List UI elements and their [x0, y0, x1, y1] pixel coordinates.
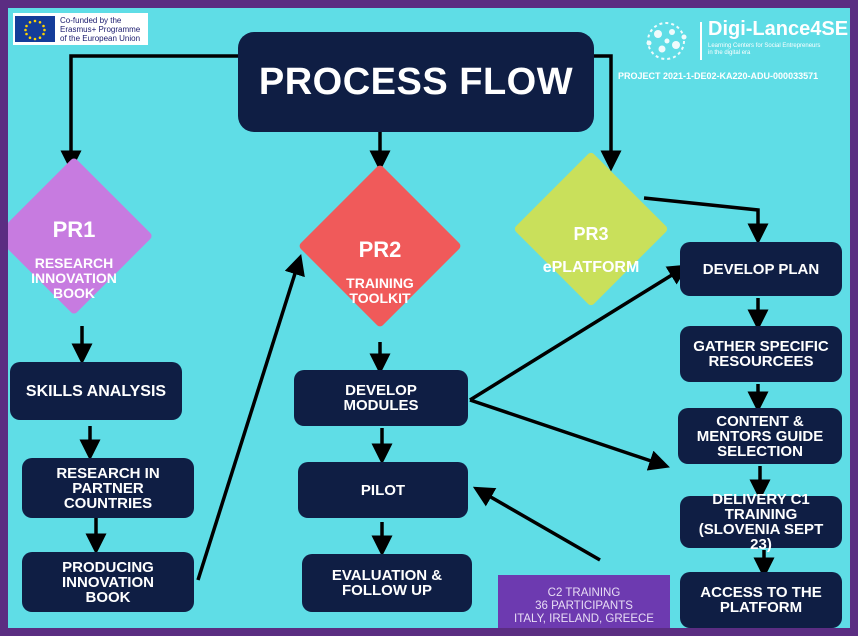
pr2-step-evaluation-follow-up: EVALUATION & FOLLOW UP — [302, 554, 472, 612]
arrow-pr3-to-develop-plan — [643, 196, 769, 245]
process-flow-title: PROCESS FLOW — [238, 32, 594, 132]
c2-training-note: C2 TRAINING 36 PARTICIPANTS ITALY, IRELA… — [498, 575, 670, 628]
pr1-code: PR1 — [52, 217, 96, 242]
brand-globe-icon — [646, 22, 687, 60]
brand-subtitle: Learning Centers for Social Entrepreneur… — [708, 43, 821, 56]
connector-arrows — [60, 54, 775, 581]
pr3-step-access-platform: ACCESS TO THE PLATFORM — [680, 572, 842, 628]
pr3-step-gather-resources: GATHER SPECIFIC RESOURCEES — [680, 326, 842, 382]
pr3-code: PR3 — [573, 224, 609, 244]
pr3-step-delivery-c1-training: DELIVERY C1 TRAINING (SLOVENIA SEPT 23) — [680, 492, 842, 552]
page-title: PROCESS FLOW — [258, 60, 574, 103]
pr3-name: ePLATFORM — [542, 259, 640, 276]
arrow-title-to-pr1 — [60, 54, 238, 172]
arrow-producing-to-pr2 — [196, 253, 305, 581]
pr1-name: RESEARCH INNOVATION BOOK — [31, 255, 117, 301]
pr1-step-research-partner-countries: RESEARCH IN PARTNER COUNTRIES — [22, 458, 194, 518]
pr3-label: PR3 ePLATFORM — [531, 208, 651, 290]
pr3-step-develop-plan: DEVELOP PLAN — [680, 242, 842, 296]
eu-funding-text: Co-funded by the Erasmus+ Programme of t… — [60, 15, 141, 43]
brand-name: Digi-Lance4SE — [708, 18, 849, 40]
pr3-step-content-mentors: CONTENT & MENTORS GUIDE SELECTION — [678, 408, 842, 464]
pr2-label: PR2 TRAINING TOOLKIT — [320, 224, 440, 321]
pr2-step-develop-modules: DEVELOP MODULES — [294, 370, 468, 426]
pr2-code: PR2 — [358, 237, 402, 262]
pr2-step-pilot: PILOT — [298, 462, 468, 518]
arrow-modules-to-content — [469, 398, 670, 471]
project-id: PROJECT 2021-1-DE02-KA220-ADU-000033571 — [618, 71, 819, 81]
eu-logo: Co-funded by the Erasmus+ Programme of t… — [13, 13, 148, 45]
eu-flag-icon — [15, 16, 55, 42]
arrow-c2-to-pilot — [472, 486, 601, 562]
pr1-label: PR1 RESEARCH INNOVATION BOOK — [14, 204, 134, 316]
arrow-title-to-pr3 — [594, 54, 622, 172]
brand-separator — [700, 22, 702, 60]
arrow-modules-to-develop-plan — [469, 264, 689, 402]
digi-lance-logo: Digi-Lance4SE Learning Centers for Socia… — [636, 18, 850, 66]
diagram-canvas: Co-funded by the Erasmus+ Programme of t… — [8, 8, 850, 628]
pr1-step-skills-analysis: SKILLS ANALYSIS — [10, 362, 182, 420]
pr1-step-producing-innovation-book: PRODUCING INNOVATION BOOK — [22, 552, 194, 612]
pr2-name: TRAINING TOOLKIT — [346, 275, 414, 306]
